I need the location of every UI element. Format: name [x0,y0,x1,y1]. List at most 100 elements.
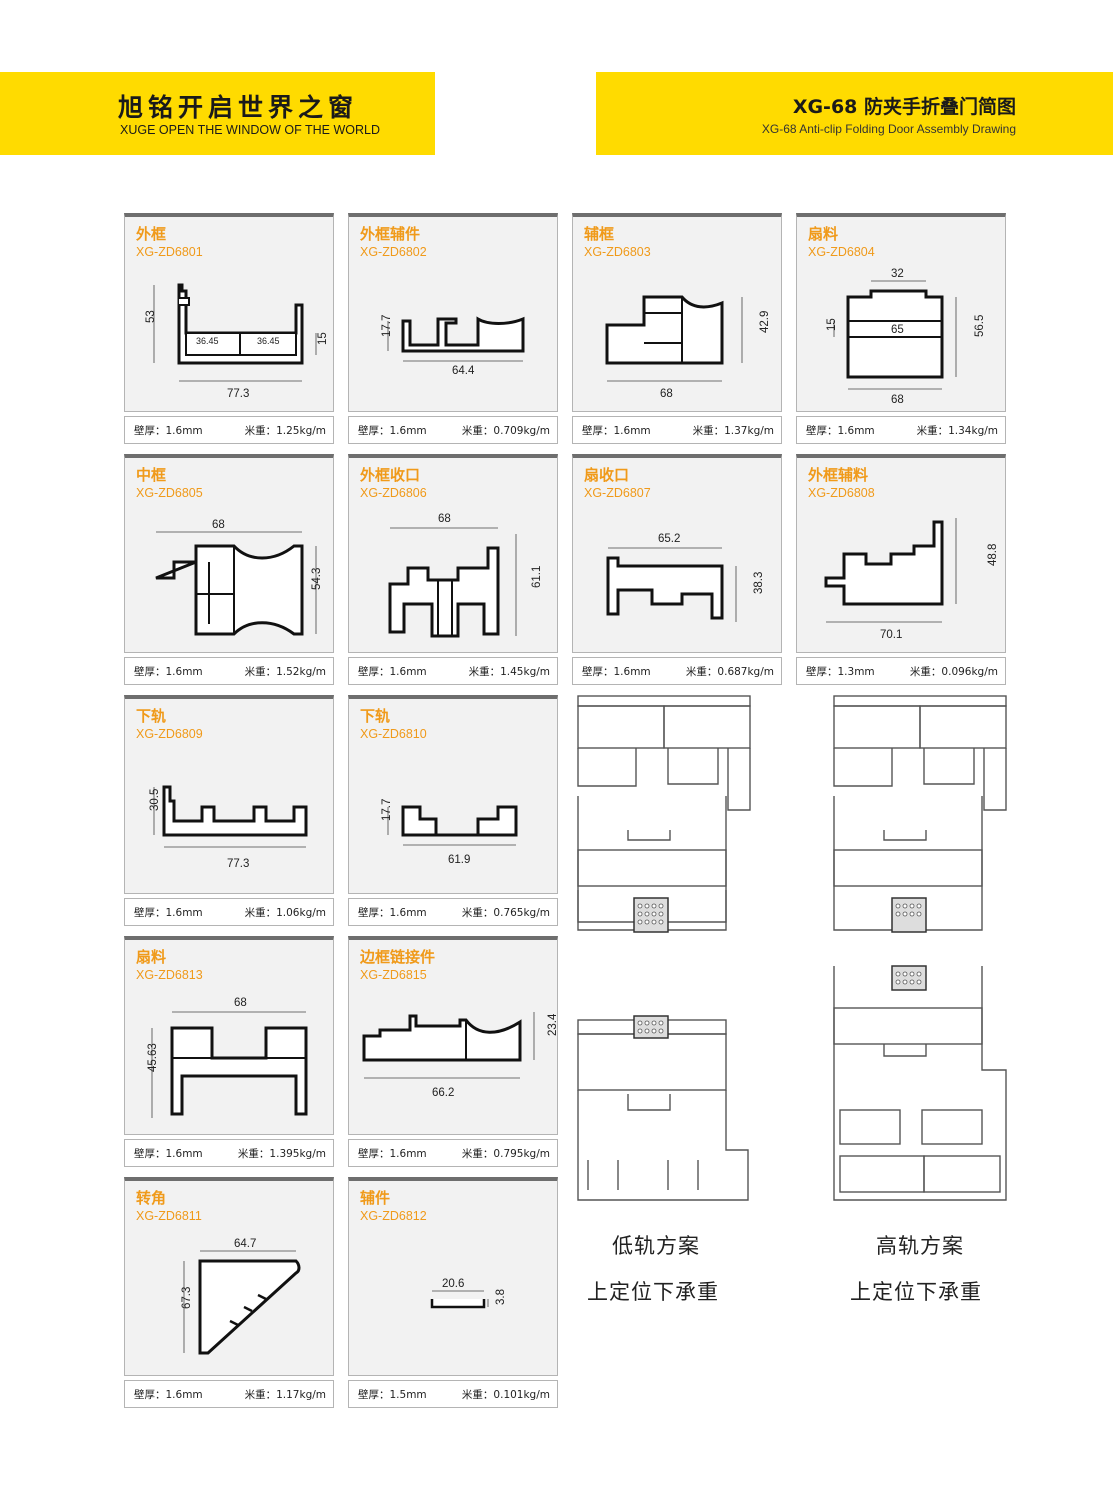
meter-weight: 米重：0.687kg/m [685,666,774,678]
dim-label: 65.2 [658,533,680,545]
profile-title: 扇料 [808,225,839,243]
dim-label: 65 [891,324,904,336]
dim-label: 67.3 [181,1287,193,1309]
profile-title: 下轨 [136,707,167,725]
wall-thickness: 壁厚：1.6mm [358,425,427,437]
profile-spec-row: 壁厚：1.6mm 米重：1.06kg/m [124,898,334,926]
profile-code: XG-ZD6806 [360,486,427,500]
dim-label: 45.63 [147,1043,159,1072]
profile-card-box [572,454,782,653]
profile-spec-row: 壁厚：1.6mm 米重：1.25kg/m [124,416,334,444]
wall-thickness: 壁厚：1.6mm [582,666,651,678]
dim-label: 15 [826,318,838,331]
profile-code: XG-ZD6811 [136,1209,202,1223]
profile-card-box [348,695,558,894]
dim-label: 68 [891,394,904,406]
profile-spec-row: 壁厚：1.6mm 米重：0.709kg/m [348,416,558,444]
profile-title: 外框辅件 [360,225,421,243]
dim-label: 68 [438,513,451,525]
meter-weight: 米重：1.395kg/m [237,1148,326,1160]
wall-thickness: 壁厚：1.6mm [134,1389,203,1401]
profile-title: 扇收口 [584,466,630,484]
dim-label: 38.3 [753,572,765,594]
dim-label: 15 [317,332,329,345]
wall-thickness: 壁厚：1.5mm [358,1389,427,1401]
profile-title: 辅件 [360,1189,391,1207]
meter-weight: 米重：1.17kg/m [244,1389,326,1401]
page-subtitle: XG-68 Anti-clip Folding Door Assembly Dr… [761,122,1016,136]
wall-thickness: 壁厚：1.6mm [358,907,427,919]
profile-drawing: 30.5 77.3 [149,785,308,870]
profile-spec-row: 壁厚：1.6mm 米重：1.37kg/m [572,416,782,444]
profile-card-box [348,213,558,412]
profile-title: 扇料 [136,948,167,966]
dim-label: 68 [212,519,225,531]
profile-drawing: 70.1 48.8 [824,518,999,641]
dim-label: 68 [234,997,247,1009]
profile-spec-row: 壁厚：1.6mm 米重：0.765kg/m [348,898,558,926]
profile-title: 边框链接件 [360,948,436,966]
profile-spec-row: 壁厚：1.6mm 米重：0.687kg/m [572,657,782,685]
dim-label: 53 [145,310,157,323]
profile-spec-row: 壁厚：1.6mm 米重：1.34kg/m [796,416,1006,444]
meter-weight: 米重：0.795kg/m [461,1148,550,1160]
profile-drawing: 20.6 3.8 [430,1278,507,1309]
profile-code: XG-ZD6807 [584,486,651,500]
wall-thickness: 壁厚：1.6mm [358,1148,427,1160]
dim-label: 17.7 [381,799,393,821]
profile-card-box [796,454,1006,653]
assembly-low-rail-drawing [577,695,751,1201]
dim-label: 61.1 [531,566,543,588]
profile-code: XG-ZD6803 [584,245,651,259]
profile-code: XG-ZD6805 [136,486,203,500]
brand-slogan-cn: 旭铭开启世界之窗 [118,93,359,122]
dim-label: 42.9 [759,311,771,333]
profile-code: XG-ZD6810 [360,727,427,741]
profile-drawing: 65.2 38.3 [606,533,765,622]
profile-code: XG-ZD6809 [136,727,203,741]
dim-label: 54.3 [311,568,323,590]
profile-drawing: 64.7 67.3 [181,1238,301,1355]
meter-weight: 米重：1.37kg/m [692,425,774,437]
wall-thickness: 壁厚：1.6mm [358,666,427,678]
meter-weight: 米重：0.709kg/m [461,425,550,437]
dim-label: 23.4 [547,1013,558,1036]
page-title: XG-68 防夹手折叠门简图 [792,96,1016,118]
wall-thickness: 壁厚：1.6mm [134,907,203,919]
wall-thickness: 壁厚：1.6mm [582,425,651,437]
scheme-high-rail-desc: 上定位下承重 [850,1280,982,1304]
meter-weight: 米重：1.25kg/m [244,425,326,437]
wall-thickness: 壁厚：1.6mm [134,1148,203,1160]
brand-slogan-en: XUGE OPEN THE WINDOW OF THE WORLD [120,123,380,137]
dim-label: 77.3 [227,858,249,870]
scheme-low-rail-desc: 上定位下承重 [587,1280,719,1304]
profile-title: 转角 [136,1189,167,1207]
dim-label: 30.5 [149,789,161,811]
profile-drawing: 66.2 23.4 [362,1012,558,1099]
profile-spec-row: 壁厚：1.5mm 米重：0.101kg/m [348,1380,558,1408]
dim-label: 68 [660,388,673,400]
dim-label: 3.8 [495,1289,507,1305]
meter-weight: 米重：1.52kg/m [244,666,326,678]
meter-weight: 米重：1.34kg/m [916,425,998,437]
wall-thickness: 壁厚：1.6mm [806,425,875,437]
wall-thickness: 壁厚：1.6mm [134,425,203,437]
meter-weight: 米重：0.096kg/m [909,666,998,678]
profile-code: XG-ZD6808 [808,486,875,500]
profile-spec-row: 壁厚：1.6mm 米重：1.52kg/m [124,657,334,685]
assembly-high-rail-drawing [833,695,1007,1201]
meter-weight: 米重：1.45kg/m [468,666,550,678]
dim-label: 64.4 [452,365,475,377]
profile-title: 下轨 [360,707,391,725]
profile-drawing: 32 65 15 56.5 68 [826,268,986,406]
profile-drawing: 68 61.1 [388,513,543,638]
profile-spec-row: 壁厚：1.3mm 米重：0.096kg/m [796,657,1006,685]
dim-label: 64.7 [234,1238,256,1250]
header-banner-left: 旭铭开启世界之窗 XUGE OPEN THE WINDOW OF THE WOR… [0,72,435,155]
meter-weight: 米重：1.06kg/m [244,907,326,919]
profile-drawing: 68 45.63 [147,997,308,1118]
profile-title: 外框辅料 [808,466,869,484]
profile-code: XG-ZD6812 [360,1209,427,1223]
wall-thickness: 壁厚：1.6mm [134,666,203,678]
dim-label: 56.5 [974,315,986,337]
